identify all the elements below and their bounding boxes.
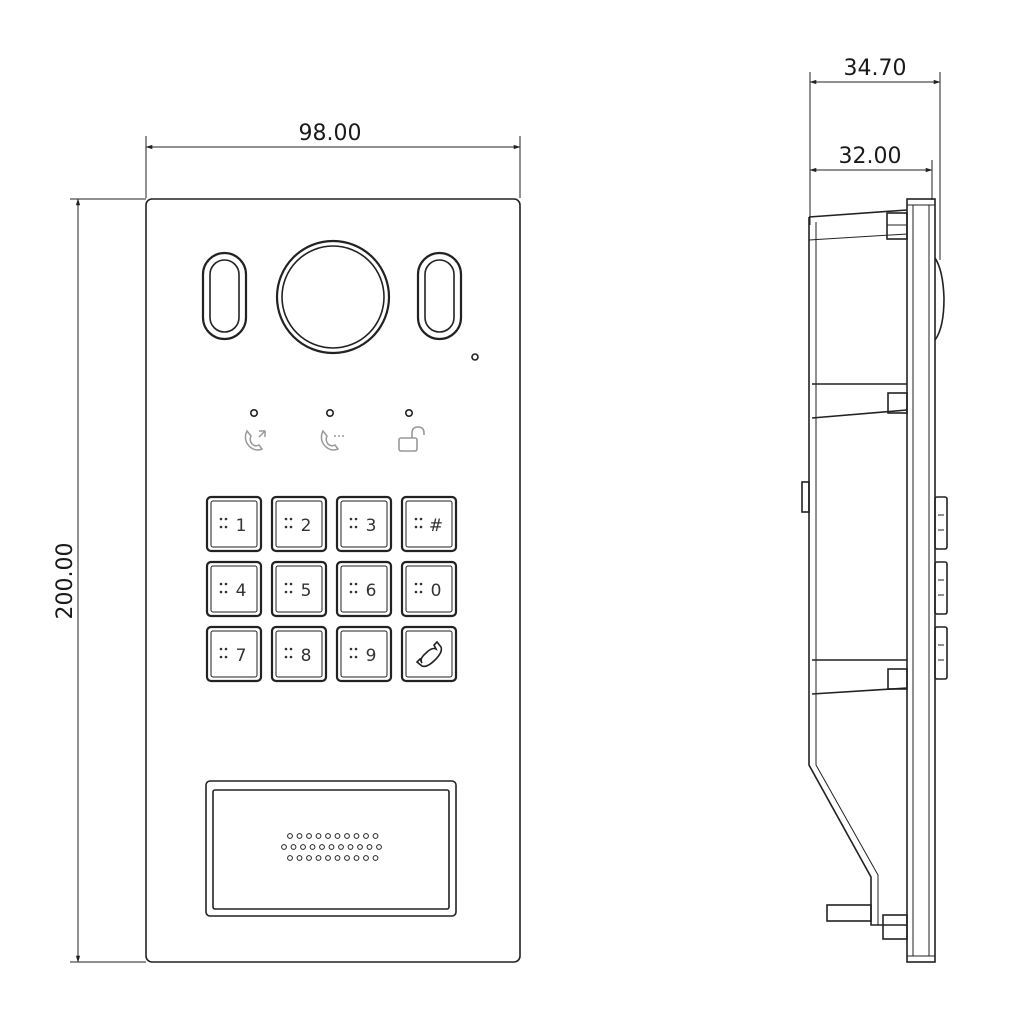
light-sensor xyxy=(471,353,479,361)
key-label: 9 xyxy=(366,646,377,666)
body-depth-label: 32.00 xyxy=(839,144,902,169)
keypad: 1 2 3 #4 5 6 0 7 8 9 xyxy=(205,495,458,683)
unlock-icon xyxy=(398,426,425,452)
height-dimension: 200.00 xyxy=(53,198,146,963)
front-view: 98.00 200.00 xyxy=(53,121,521,963)
side-key-profiles xyxy=(934,496,948,680)
key-label: 2 xyxy=(301,516,312,536)
left-slot xyxy=(201,251,248,341)
camera-lens xyxy=(275,239,391,355)
key-label: 8 xyxy=(301,646,312,666)
key-6[interactable]: 6 xyxy=(335,560,393,618)
key-label: 5 xyxy=(301,581,312,601)
key-5[interactable]: 5 xyxy=(270,560,328,618)
height-label: 200.00 xyxy=(53,543,78,620)
key-2[interactable]: 2 xyxy=(270,495,328,553)
key-8[interactable]: 8 xyxy=(270,625,328,683)
key-1[interactable]: 1 xyxy=(205,495,263,553)
side-view: 34.70 32.00 xyxy=(801,56,948,963)
total-depth-label: 34.70 xyxy=(844,56,907,81)
key-label: 4 xyxy=(236,581,247,601)
body-depth-dimension: 32.00 xyxy=(809,144,933,200)
width-dimension: 98.00 xyxy=(145,121,521,198)
key-label: 3 xyxy=(366,516,377,536)
total-depth-dimension: 34.70 xyxy=(809,56,941,260)
key-label: # xyxy=(429,516,443,536)
right-slot xyxy=(416,251,463,341)
phone-icon xyxy=(415,640,443,668)
key-label: 1 xyxy=(236,516,247,536)
status-leds xyxy=(250,408,413,417)
key-label: 6 xyxy=(366,581,377,601)
front-panel xyxy=(145,198,521,963)
key-label: 0 xyxy=(431,581,442,601)
side-back-box xyxy=(801,209,908,940)
key-9[interactable]: 9 xyxy=(335,625,393,683)
speaker-grill xyxy=(281,833,382,861)
key-3[interactable]: 3 xyxy=(335,495,393,553)
side-front-plate xyxy=(906,198,945,963)
call-out-icon xyxy=(244,429,266,451)
calling-icon xyxy=(320,429,344,451)
key-call[interactable] xyxy=(400,625,458,683)
width-label: 98.00 xyxy=(299,121,362,146)
key-4[interactable]: 4 xyxy=(205,560,263,618)
key-label: 7 xyxy=(236,646,247,666)
key-0[interactable]: 0 xyxy=(400,560,458,618)
key-hash[interactable]: # xyxy=(400,495,458,553)
key-7[interactable]: 7 xyxy=(205,625,263,683)
speaker-panel xyxy=(205,780,457,917)
